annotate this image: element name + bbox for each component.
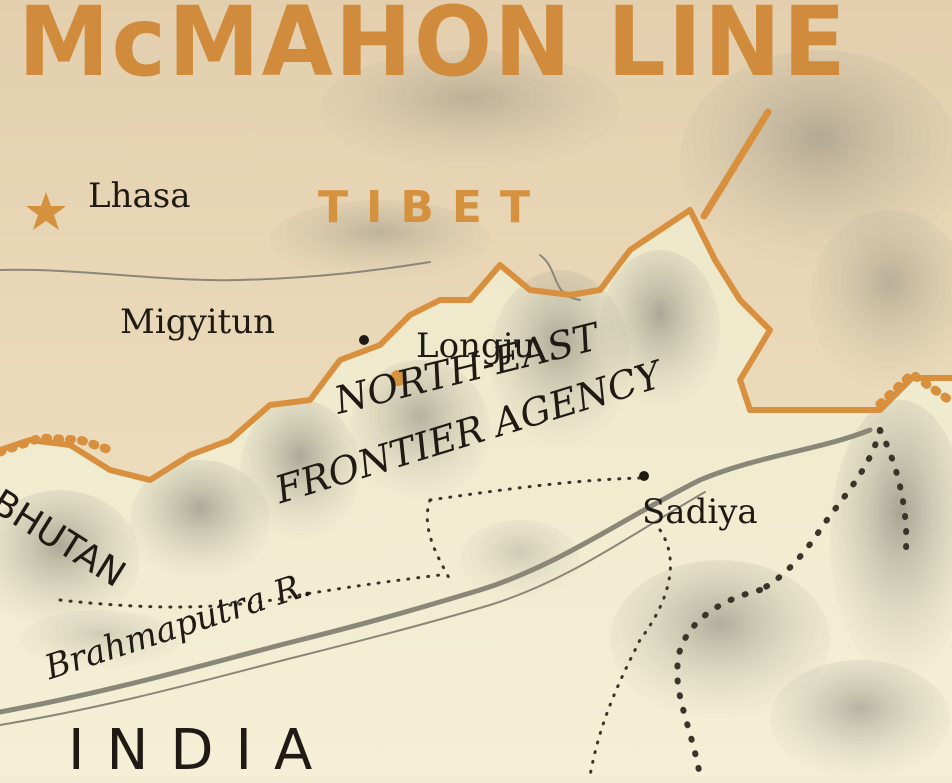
- longju-orange-dot-icon: [390, 370, 406, 386]
- relief-shading: [0, 50, 952, 776]
- dotted-boundaries: [58, 427, 910, 776]
- label-india: INDIA: [68, 718, 335, 783]
- label-tibet: TIBET: [318, 182, 548, 233]
- rivers: [0, 254, 873, 726]
- star-icon: [26, 192, 66, 230]
- label-migyitun: Migyitun: [120, 302, 275, 342]
- migyitun-dot-icon: [359, 335, 369, 345]
- sadiya-dot-icon: [639, 471, 649, 481]
- label-longju: Longju: [416, 326, 536, 366]
- map-title: McMAHON LINE: [18, 0, 848, 99]
- mcmahon-dotted-west: [0, 433, 115, 457]
- title-leader-line: [700, 108, 772, 220]
- label-sadiya: Sadiya: [642, 492, 758, 532]
- mcmahon-line: [0, 207, 952, 483]
- label-lhasa: Lhasa: [88, 176, 191, 216]
- mcmahon-dotted-east: [875, 368, 952, 409]
